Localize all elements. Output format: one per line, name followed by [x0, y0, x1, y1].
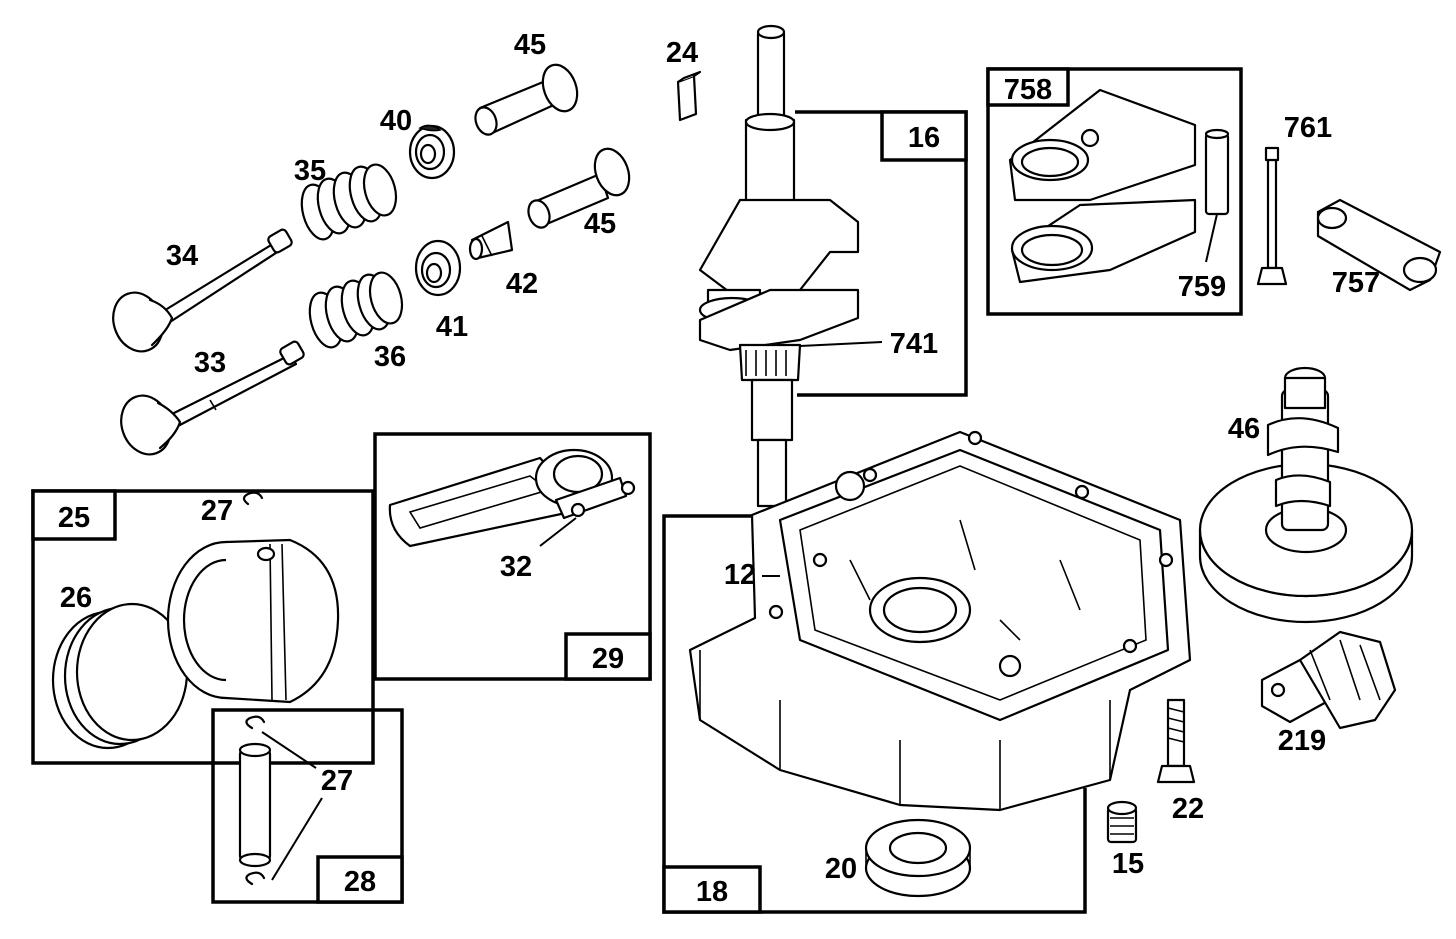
kit-box-16: 16 [795, 110, 968, 397]
bolt-22 [1156, 698, 1196, 784]
retainer-41 [414, 239, 462, 297]
label-741: 741 [890, 328, 938, 360]
label-32: 32 [500, 551, 532, 583]
kit-box-18: 18 [662, 514, 1087, 914]
label-27-upper: 27 [201, 495, 233, 527]
key-24 [676, 70, 702, 122]
connecting-rod-upper-758 [1008, 88, 1197, 202]
label-24: 24 [666, 37, 698, 69]
label-219: 219 [1278, 725, 1326, 757]
tappet-45-upper [474, 63, 579, 136]
label-12: 12 [724, 559, 756, 591]
label-41: 41 [436, 311, 468, 343]
bolt-761 [1256, 146, 1288, 286]
label-20: 20 [825, 853, 857, 885]
piston-rings-26 [51, 602, 189, 750]
pin-759 [1204, 128, 1230, 263]
rod-cap-757 [1316, 198, 1442, 292]
box-758-label: 758 [1004, 74, 1052, 106]
governor-assembly-219 [1260, 630, 1397, 730]
label-35: 35 [294, 155, 326, 187]
keeper-42 [468, 220, 514, 261]
tappet-45-lower [527, 147, 631, 229]
camshaft-46 [1198, 366, 1414, 624]
label-27-lower: 27 [321, 765, 353, 797]
retaining-clip-27-upper [242, 491, 264, 506]
kit-box-758: 758 [986, 67, 1243, 316]
kit-box-28: 28 [211, 708, 404, 904]
box-25-label: 25 [58, 502, 90, 534]
connecting-rod-32 [388, 448, 636, 548]
label-26: 26 [60, 582, 92, 614]
label-40: 40 [380, 105, 412, 137]
spring-35 [300, 163, 398, 241]
drain-plug-15 [1106, 800, 1138, 844]
oil-seal-20 [864, 818, 972, 898]
label-45-upper: 45 [514, 29, 546, 61]
label-22: 22 [1172, 793, 1204, 825]
spring-36 [308, 271, 404, 349]
box-28-label: 28 [344, 866, 376, 898]
label-757: 757 [1332, 267, 1380, 299]
crankshaft-741 [698, 24, 883, 508]
box-16-label: 16 [908, 122, 940, 154]
label-45-lower: 45 [584, 208, 616, 240]
label-46: 46 [1228, 413, 1260, 445]
label-36: 36 [374, 341, 406, 373]
valve-34 [112, 228, 293, 353]
crankcase-sump [688, 430, 1192, 812]
piston [166, 538, 340, 704]
part-labels: 45 24 40 35 45 34 42 41 33 36 741 761 75… [60, 29, 1380, 885]
kit-box-25: 25 [31, 489, 375, 765]
label-42: 42 [506, 268, 538, 300]
label-759: 759 [1178, 271, 1226, 303]
label-33: 33 [194, 347, 226, 379]
piston-pin [238, 742, 272, 868]
label-761: 761 [1284, 112, 1332, 144]
connecting-rod-lower-758 [1010, 198, 1197, 284]
kit-box-29: 29 [373, 432, 652, 681]
label-34: 34 [166, 240, 198, 272]
valve-33 [120, 340, 305, 456]
retainer-40 [408, 124, 456, 180]
retaining-clip-27-lower [245, 715, 323, 886]
box-18-label: 18 [696, 876, 728, 908]
box-29-label: 29 [592, 643, 624, 675]
label-15: 15 [1112, 848, 1144, 880]
